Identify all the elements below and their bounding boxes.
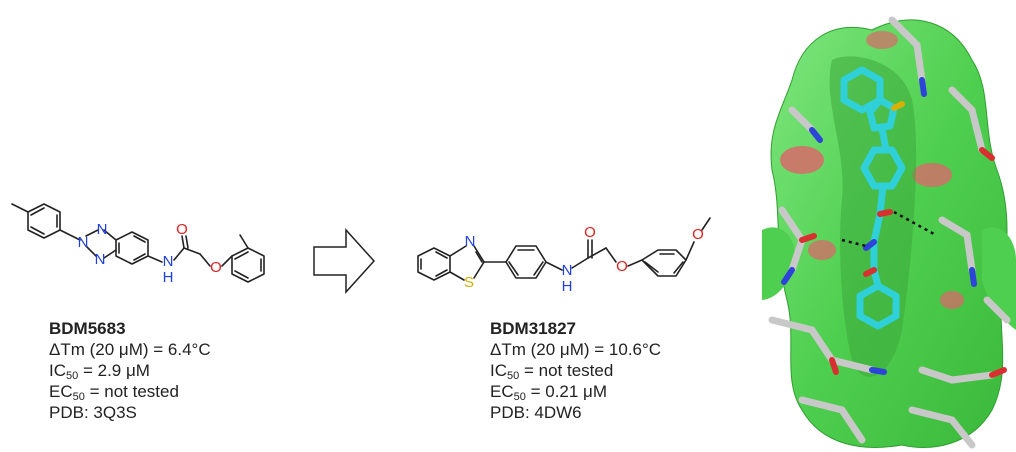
ic50: IC50 = not tested [490,361,614,382]
atom-n: N [97,221,108,238]
atom-o: O [176,221,188,238]
atom-n: N [465,233,476,250]
pdb-code: PDB: 3Q3S [49,403,137,422]
structure-bdm5683: N N N N H O O [11,203,265,286]
pdb-code: PDB: 4DW6 [490,403,582,422]
compound-name: BDM5683 [49,319,126,338]
atom-h: H [163,269,174,286]
atom-nh: N [562,262,573,279]
atom-o: O [692,226,704,243]
compound-info-bdm31827: BDM31827 ΔTm (20 μM) = 10.6°C IC50 = not… [490,318,661,423]
ec50: EC50 = 0.21 μM [490,382,608,403]
compound-info-bdm5683: BDM5683 ΔTm (20 μM) = 6.4°C IC50 = 2.9 μ… [49,318,211,423]
delta-tm: ΔTm (20 μM) = 6.4°C [49,340,211,359]
atom-h: H [562,278,573,295]
atom-s: S [464,274,474,291]
right-arrow-icon [313,228,376,294]
atom-n: N [95,251,106,268]
atom-o: O [584,224,596,241]
binding-pocket-render [762,16,1016,449]
ec50: EC50 = not tested [49,382,179,403]
compound-name: BDM31827 [490,319,576,338]
atom-nh: N [163,253,174,270]
structure-bdm31827: N S N H O O O [417,217,711,295]
atom-o: O [210,259,222,276]
delta-tm: ΔTm (20 μM) = 10.6°C [490,340,662,359]
atom-n: N [78,234,89,251]
atom-o: O [616,258,628,275]
ic50: IC50 = 2.9 μM [49,361,150,382]
